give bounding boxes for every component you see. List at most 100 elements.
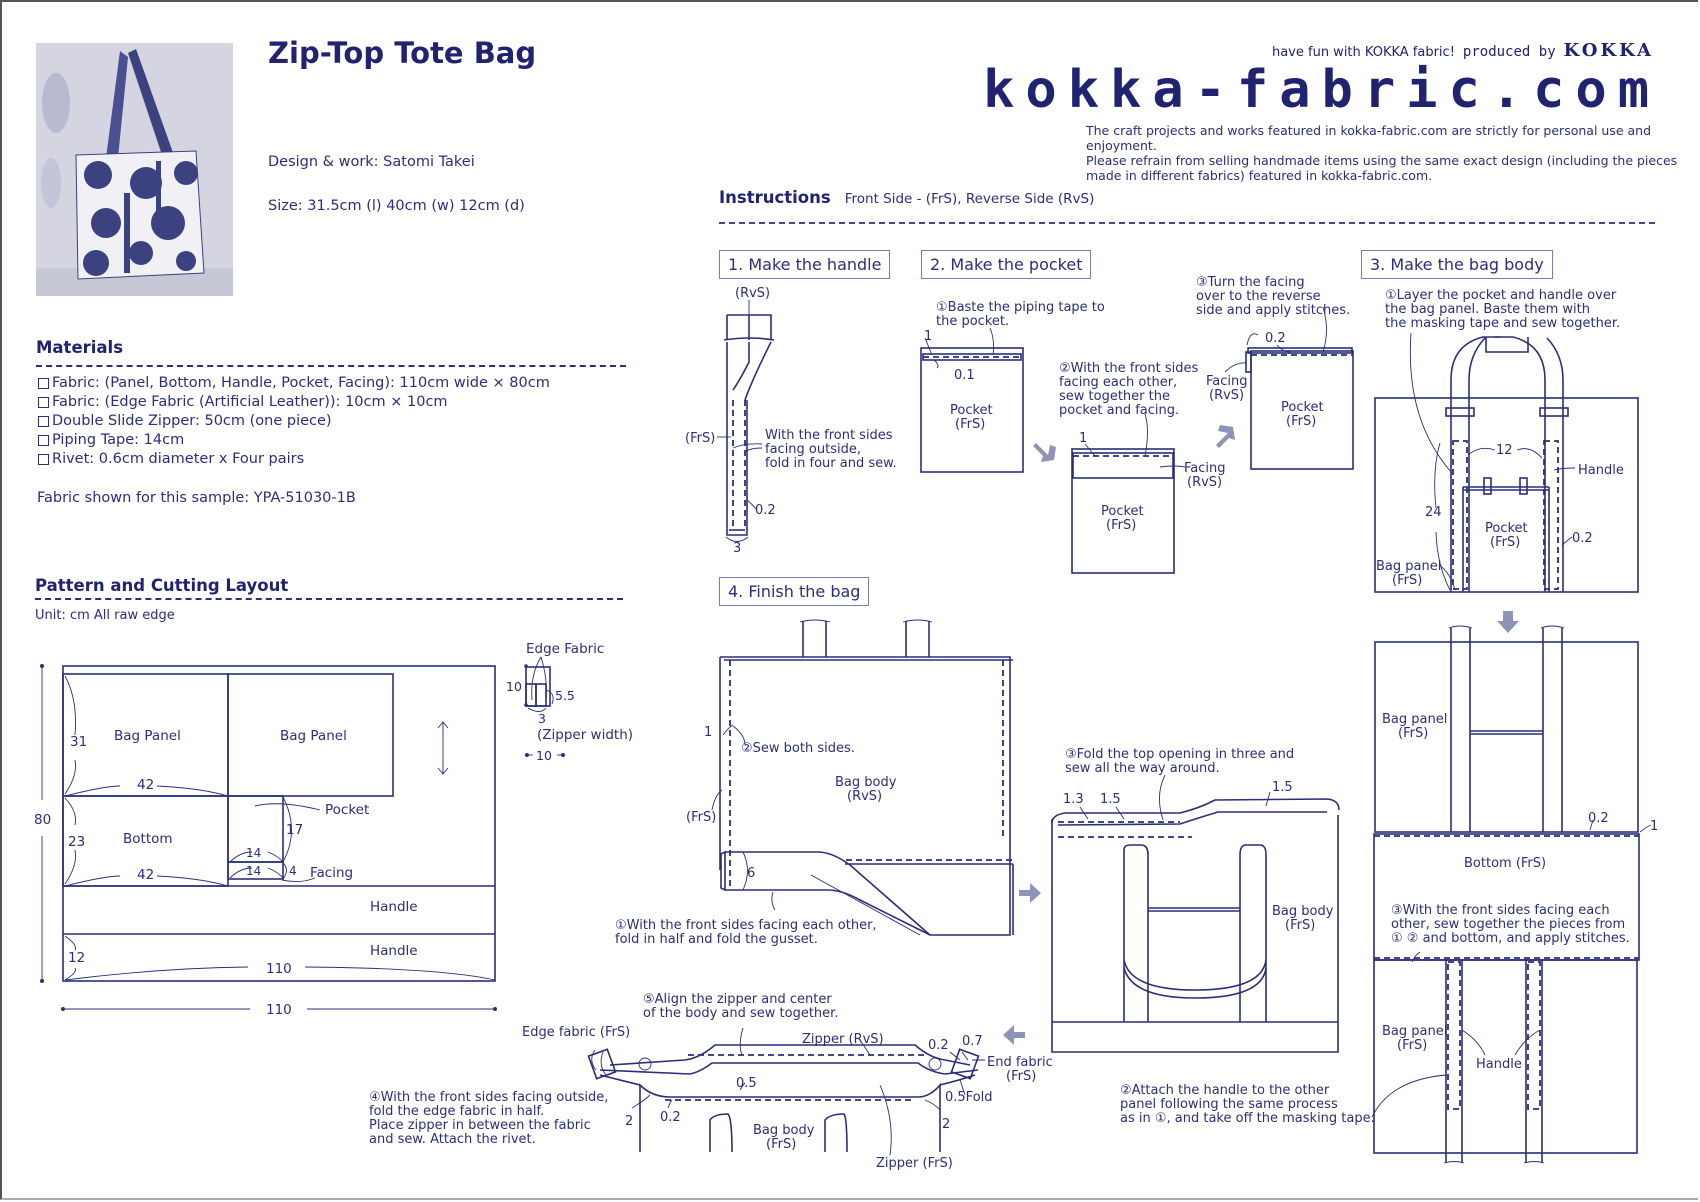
layout-unit: Unit: cm All raw edge [35, 608, 175, 623]
step4-dim: 0.2 [928, 1038, 949, 1053]
step2-pocket: Pocket [950, 403, 993, 418]
step4-folded-diagram [1051, 774, 1340, 1053]
step3-note2: ②Attach the handle to the other [1120, 1083, 1330, 1098]
layout-divider [35, 598, 623, 600]
piece-label: Bag Panel [280, 728, 347, 744]
instructions-legend: Front Side - (FrS), Reverse Side (RvS) [844, 191, 1095, 207]
step4-bag-body: Bag body [835, 775, 897, 790]
step4-note5: ⑤Align the zipper and center [643, 992, 832, 1007]
material-item: Piping Tape: 14cm [38, 431, 550, 450]
step-label-3: 3. Make the bag body [1361, 250, 1553, 279]
step4-frs: (FrS) [766, 1137, 796, 1152]
step2-note3: side and apply stitches. [1196, 303, 1350, 318]
step3-bag-panel: Bag panel [1382, 1024, 1447, 1039]
step2-note2: sew together the [1059, 389, 1170, 404]
step4-dim: 2 [942, 1117, 950, 1132]
dim-label: 42 [137, 777, 154, 793]
step3-note3: other, sew together the pieces from [1391, 917, 1625, 932]
materials-heading: Materials [36, 338, 124, 357]
dim-label: 14 [246, 846, 261, 860]
step3-note1: ①Layer the pocket and handle over [1385, 288, 1617, 303]
step4-end-fabric: End fabric [987, 1055, 1053, 1070]
step2-arrows [1033, 425, 1235, 462]
site-logo[interactable]: kokka-fabric.com [983, 60, 1660, 120]
designer-credit: Design & work: Satomi Takei [268, 154, 475, 170]
bag-size: Size: 31.5cm (l) 40cm (w) 12cm (d) [268, 198, 525, 214]
step3-assembled-labels: Bag panel (FrS) 0.2 1 Bottom (FrS) ③With… [1120, 712, 1658, 1126]
dim-label: 31 [70, 734, 87, 750]
brand-tagline: have fun with KOKKA fabric! [1271, 45, 1455, 60]
step4-note5: of the body and sew together. [643, 1006, 838, 1021]
step3-note1: the masking tape and sew together. [1385, 316, 1620, 331]
step4-note2: ②Sew both sides. [741, 741, 855, 756]
checkbox-icon[interactable] [38, 454, 49, 465]
step3-labels: ①Layer the pocket and handle over the ba… [1376, 288, 1624, 588]
material-text: Double Slide Zipper: 50cm (one piece) [52, 413, 332, 429]
step4-body-diagram [711, 619, 1014, 936]
step2-note1: ①Baste the piping tape to [936, 300, 1105, 315]
step3-dim: 0.2 [1572, 531, 1593, 546]
step1-dim: 3 [733, 541, 741, 556]
disclaimer: The craft projects and works featured in… [1086, 123, 1700, 183]
step4-edge-fabric: Edge fabric (FrS) [522, 1025, 630, 1040]
piece-label: Bag Panel [114, 728, 181, 744]
instructions-header: Instructions Front Side - (FrS), Reverse… [719, 188, 1094, 207]
step3-bag-panel: Bag panel [1382, 712, 1447, 727]
step2-frs: (FrS) [1286, 414, 1316, 429]
step4-note3: sew all the way around. [1065, 761, 1220, 776]
step3-bottom: Bottom (FrS) [1464, 856, 1546, 871]
step4-labels: 1 ②Sew both sides. Bag body (RvS) (FrS) … [369, 725, 1334, 1171]
fabric-sample: Fabric shown for this sample: YPA-51030-… [37, 490, 356, 506]
step2-dim: 1 [1079, 431, 1087, 446]
brand-header: have fun with KOKKA fabric! produced by … [1272, 40, 1654, 61]
checkbox-icon[interactable] [38, 378, 49, 389]
arrow-up-right-icon [1216, 425, 1235, 448]
step2-dim: 1 [924, 329, 932, 344]
step1-dim: 0.2 [755, 503, 776, 518]
step2-rvs: (RvS) [1209, 388, 1244, 403]
dim-label: 17 [286, 822, 303, 838]
arrow-right-icon [1019, 883, 1041, 903]
step2-note2: ②With the front sides [1059, 361, 1198, 376]
step2-frs: (FrS) [1106, 518, 1136, 533]
dim-label: 12 [68, 950, 85, 966]
step4-dim: 1.5 [1272, 780, 1293, 795]
step3-frs: (FrS) [1398, 726, 1428, 741]
dim-label: 80 [34, 812, 51, 828]
step4-bag-body: Bag body [1272, 904, 1334, 919]
page-title: Zip-Top Tote Bag [268, 36, 537, 70]
step-label-1: 1. Make the handle [719, 250, 891, 279]
step3-pocket: Pocket [1485, 521, 1528, 536]
cutting-layout [40, 656, 565, 1011]
step2-note2: pocket and facing. [1059, 403, 1179, 418]
step4-frs: (FrS) [1006, 1069, 1036, 1084]
step4-note4: fold the edge fabric in half. [369, 1104, 544, 1119]
step1-note: With the front sides [765, 428, 893, 443]
step4-dim: 0.7 [962, 1034, 983, 1049]
step1-frs: (FrS) [685, 431, 715, 446]
checkbox-icon[interactable] [38, 435, 49, 446]
step4-note4: and sew. Attach the rivet. [369, 1132, 536, 1147]
step4-bag-body: Bag body [753, 1123, 815, 1138]
step3-assembled-diagram [1371, 625, 1652, 1164]
step3-note3: ③With the front sides facing each [1391, 903, 1610, 918]
cutting-layout-labels: Bag Panel Bag Panel Bottom Pocket Facing… [34, 641, 633, 1018]
dim-label: 110 [266, 1002, 292, 1018]
produced-by-label: produced by [1462, 44, 1556, 60]
dim-label: 10 [536, 748, 552, 763]
step4-note3: ③Fold the top opening in three and [1065, 747, 1294, 762]
checkbox-icon[interactable] [38, 397, 49, 408]
layout-heading: Pattern and Cutting Layout [35, 576, 289, 595]
step4-dim: 1.5 [1100, 792, 1121, 807]
step1-rvs: (RvS) [735, 286, 770, 301]
step1-note: fold in four and sew. [765, 456, 897, 471]
arrow-left-icon [1003, 1025, 1025, 1045]
checkbox-icon[interactable] [38, 416, 49, 427]
piece-label: Bottom [123, 831, 173, 847]
arrow-down-icon [1497, 611, 1519, 633]
step4-rvs: (RvS) [847, 789, 882, 804]
step4-note4: ④With the front sides facing outside, [369, 1090, 608, 1105]
step1-note: facing outside, [765, 442, 861, 457]
step3-note2: panel following the same process [1120, 1097, 1338, 1112]
